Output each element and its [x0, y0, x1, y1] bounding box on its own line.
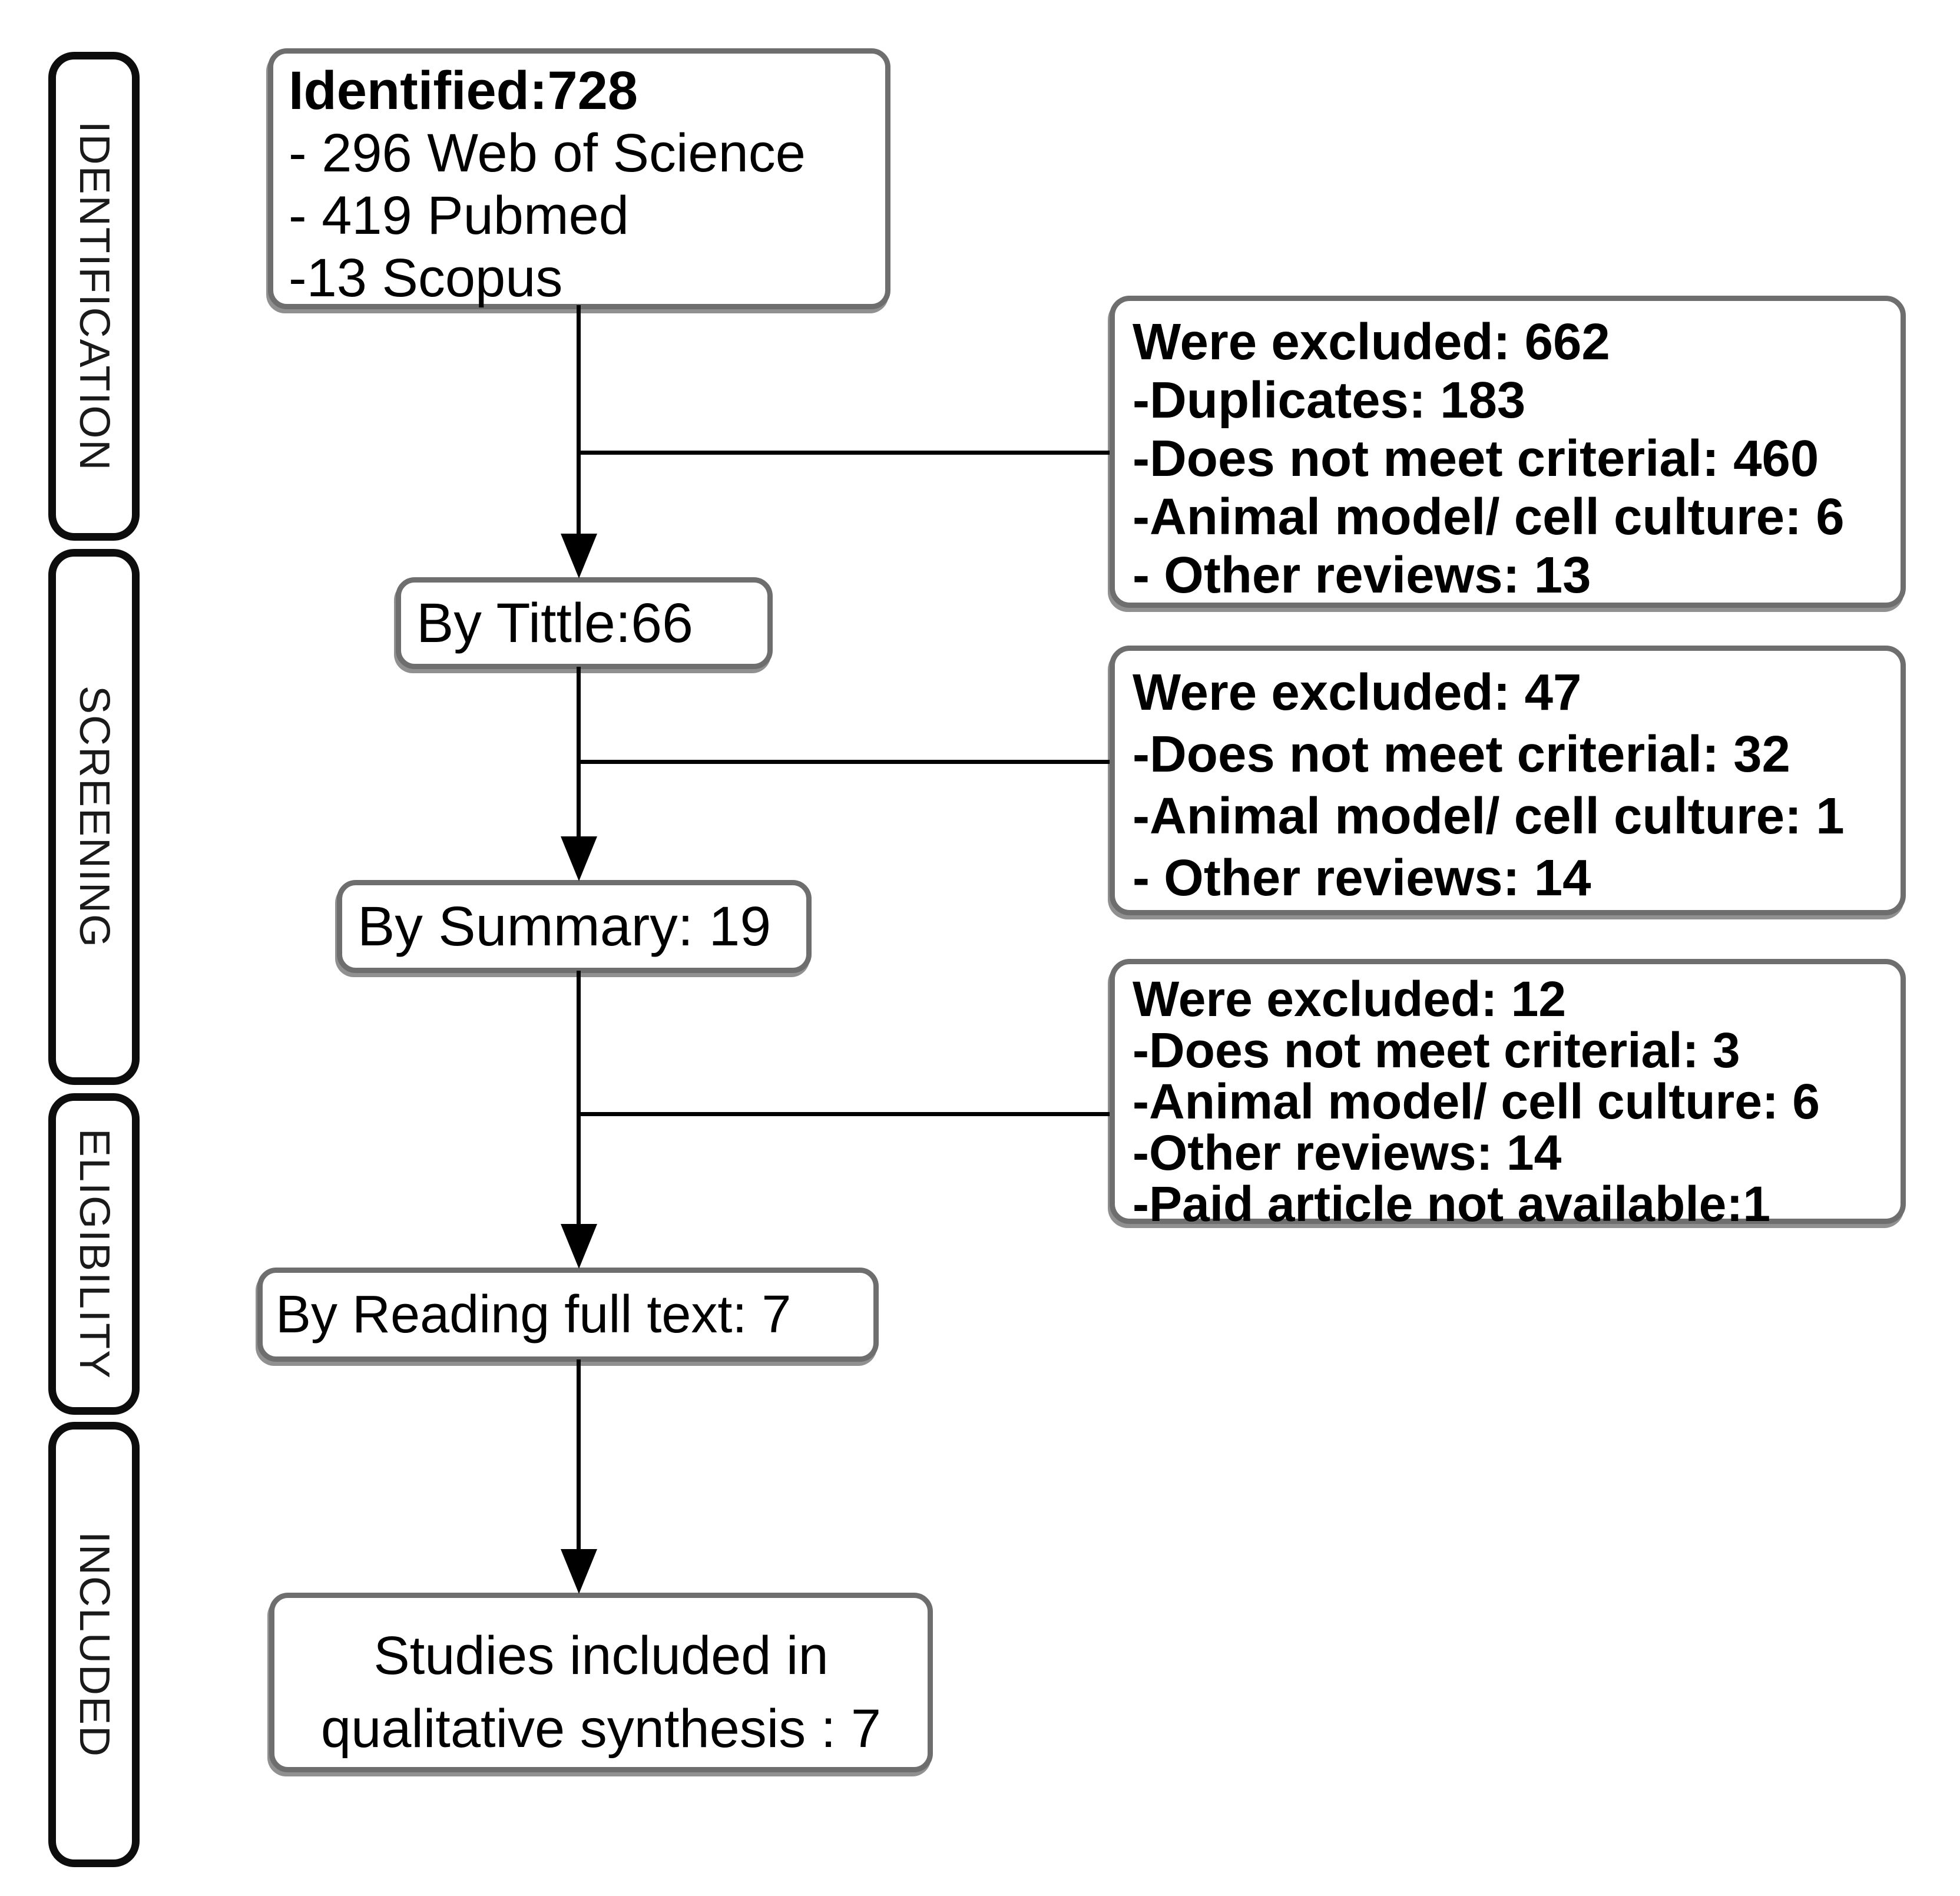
by-title-box: By Tittle:66	[396, 577, 773, 669]
stage-label-eligibility: ELIGIBILITY	[70, 1128, 118, 1380]
identified-source-web-of-science: - 296 Web of Science	[289, 123, 806, 183]
stage-label-identification: IDENTIFICATION	[70, 121, 118, 472]
identified-box: Identified:728 - 296 Web of Science - 41…	[268, 48, 890, 309]
excluded-3-total: Were excluded: 12	[1133, 971, 1567, 1027]
excluded-1-animal: -Animal model/ cell culture: 6	[1133, 488, 1845, 545]
branch-to-excluded-3	[578, 1112, 1110, 1116]
identified-title: Identified:728	[289, 61, 638, 121]
excluded-1-duplicates: -Duplicates: 183	[1133, 372, 1526, 429]
by-summary-box: By Summary: 19	[337, 880, 812, 973]
excluded-3-animal: -Animal model/ cell culture: 6	[1133, 1074, 1820, 1129]
stage-box-screening: SCREENING	[48, 549, 140, 1085]
excluded-2-total: Were excluded: 47	[1133, 664, 1582, 721]
excluded-1-criteria: -Does not meet criterial: 460	[1133, 430, 1819, 487]
arrow-down-icon	[561, 836, 597, 881]
by-reading-full-text-box: By Reading full text: 7	[257, 1268, 879, 1362]
connector-title-to-summary	[577, 667, 581, 838]
excluded-box-fulltext-stage: Were excluded: 12 -Does not meet criteri…	[1110, 959, 1906, 1230]
excluded-3-paid-article: -Paid article not available:1	[1133, 1176, 1771, 1232]
excluded-box-title-stage: Were excluded: 662 -Duplicates: 183 -Doe…	[1110, 296, 1906, 608]
excluded-1-other-reviews: - Other reviews: 13	[1133, 547, 1591, 604]
identified-source-scopus: -13 Scopus	[289, 248, 563, 308]
stage-box-eligibility: ELIGIBILITY	[48, 1093, 140, 1415]
stage-label-screening: SCREENING	[70, 685, 118, 949]
excluded-2-animal: -Animal model/ cell culture: 1	[1133, 787, 1845, 845]
identified-source-pubmed: - 419 Pubmed	[289, 186, 629, 246]
stage-box-included: INCLUDED	[48, 1422, 140, 1867]
excluded-1-total: Were excluded: 662	[1133, 313, 1610, 370]
connector-fulltext-to-included	[577, 1359, 581, 1549]
excluded-box-summary-stage: Were excluded: 47 -Does not meet criteri…	[1110, 646, 1906, 915]
arrow-down-icon	[561, 1549, 597, 1594]
studies-included-line1: Studies included in	[373, 1626, 829, 1686]
studies-included-box: Studies included in qualitative synthesi…	[269, 1593, 933, 1772]
by-title-label: By Tittle:66	[416, 591, 693, 654]
excluded-3-other-reviews: -Other reviews: 14	[1133, 1125, 1562, 1180]
excluded-2-other-reviews: - Other reviews: 14	[1133, 849, 1591, 906]
connector-summary-to-fulltext	[577, 971, 581, 1225]
excluded-2-criteria: -Does not meet criterial: 32	[1133, 726, 1790, 783]
branch-to-excluded-1	[578, 451, 1110, 455]
by-reading-label: By Reading full text: 7	[276, 1285, 792, 1344]
studies-included-line2: qualitative synthesis : 7	[320, 1699, 882, 1759]
by-summary-label: By Summary: 19	[357, 895, 772, 958]
arrow-down-icon	[561, 1224, 597, 1269]
branch-to-excluded-2	[578, 760, 1110, 764]
connector-identified-to-title	[577, 305, 581, 536]
stage-label-included: INCLUDED	[70, 1531, 118, 1758]
stage-box-identification: IDENTIFICATION	[48, 52, 140, 541]
excluded-3-criteria: -Does not meet criterial: 3	[1133, 1023, 1740, 1078]
arrow-down-icon	[561, 534, 597, 578]
